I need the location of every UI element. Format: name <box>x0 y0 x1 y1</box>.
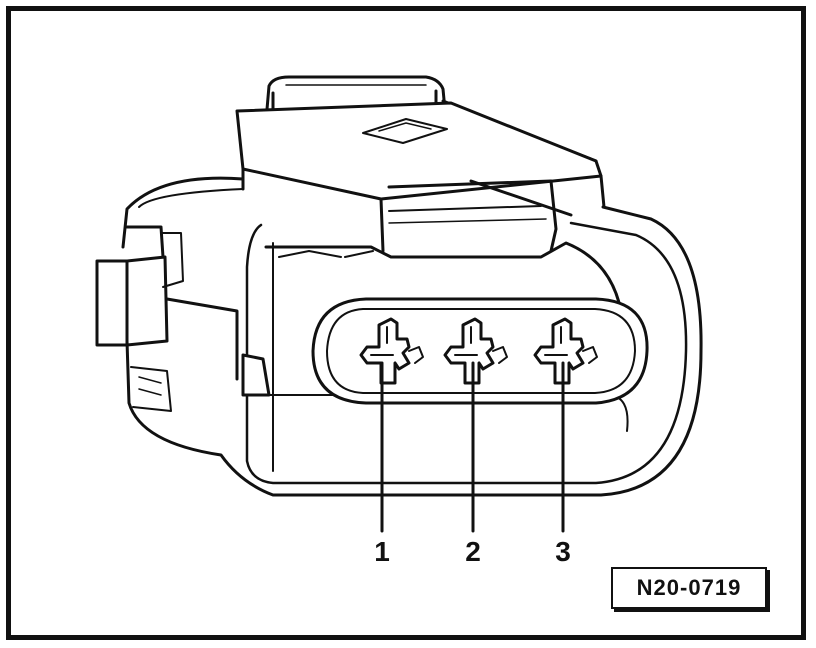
side-clip <box>95 225 239 412</box>
outer-housing <box>121 176 703 497</box>
connector-illustration <box>95 75 703 533</box>
pin-label-1: 1 <box>374 536 390 567</box>
inner-cavity <box>241 241 629 432</box>
latch-slot <box>387 179 573 253</box>
pin-label-2: 2 <box>465 536 481 567</box>
figure-frame: 1 2 3 N20-0719 <box>6 6 806 640</box>
housing-top <box>235 101 606 253</box>
figure-id-label: N20-0719 <box>611 567 767 609</box>
pin-1-terminal <box>359 317 424 385</box>
pin-2-terminal <box>443 317 508 385</box>
pin-3-terminal <box>533 317 598 385</box>
pin-label-3: 3 <box>555 536 571 567</box>
leader-lines <box>380 361 565 533</box>
